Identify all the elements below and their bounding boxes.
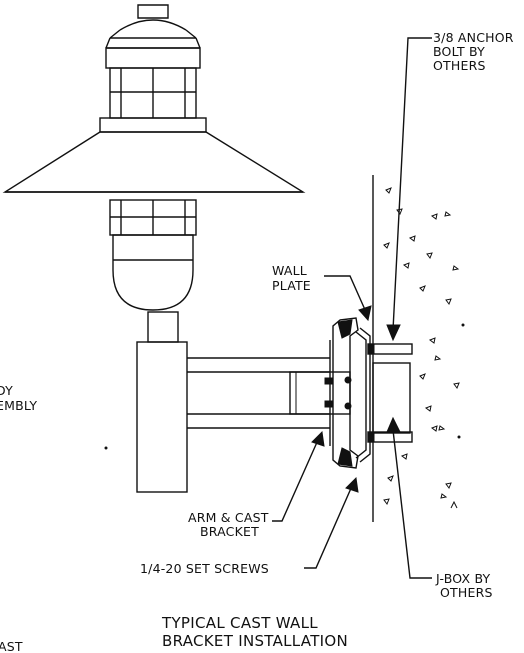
svg-text:TYPICAL CAST WALL: TYPICAL CAST WALL: [161, 614, 318, 632]
label-jbox: J-BOX BY OTHERS: [435, 571, 493, 600]
svg-text:OTHERS: OTHERS: [440, 585, 493, 600]
jbox-and-anchor-bolts: [367, 343, 413, 443]
label-anchor-bolt: 3/8 ANCHOR BOLT BY OTHERS: [433, 30, 514, 73]
svg-text:1/4-20 SET SCREWS: 1/4-20 SET SCREWS: [140, 561, 269, 576]
svg-text:OTHERS: OTHERS: [433, 58, 486, 73]
diagram-title: TYPICAL CAST WALL BRACKET INSTALLATION: [161, 614, 348, 650]
svg-text:BRACKET INSTALLATION: BRACKET INSTALLATION: [162, 632, 348, 650]
svg-text:J-BOX BY: J-BOX BY: [435, 571, 491, 586]
svg-text:BOLT BY: BOLT BY: [433, 44, 485, 59]
svg-text:WALL: WALL: [272, 263, 307, 278]
label-partial-left-1: DY EMBLY: [0, 383, 37, 413]
label-partial-left-2: AST: [0, 639, 23, 653]
svg-text:DY: DY: [0, 383, 13, 398]
svg-text:AST: AST: [0, 639, 23, 653]
svg-text:EMBLY: EMBLY: [0, 398, 37, 413]
svg-text:PLATE: PLATE: [272, 278, 311, 293]
wall-plate: [355, 327, 371, 463]
leader-lines: [272, 37, 432, 579]
label-set-screws: 1/4-20 SET SCREWS: [140, 561, 269, 576]
label-arm-bracket: ARM & CAST BRACKET: [188, 510, 269, 539]
svg-text:BRACKET: BRACKET: [200, 524, 259, 539]
arm-assembly: [136, 341, 352, 493]
svg-text:ARM & CAST: ARM & CAST: [188, 510, 269, 525]
svg-text:3/8 ANCHOR: 3/8 ANCHOR: [433, 30, 514, 45]
cast-bracket: [329, 317, 359, 469]
label-wall-plate: WALL PLATE: [272, 263, 311, 293]
luminaire-head: [2, 4, 306, 343]
